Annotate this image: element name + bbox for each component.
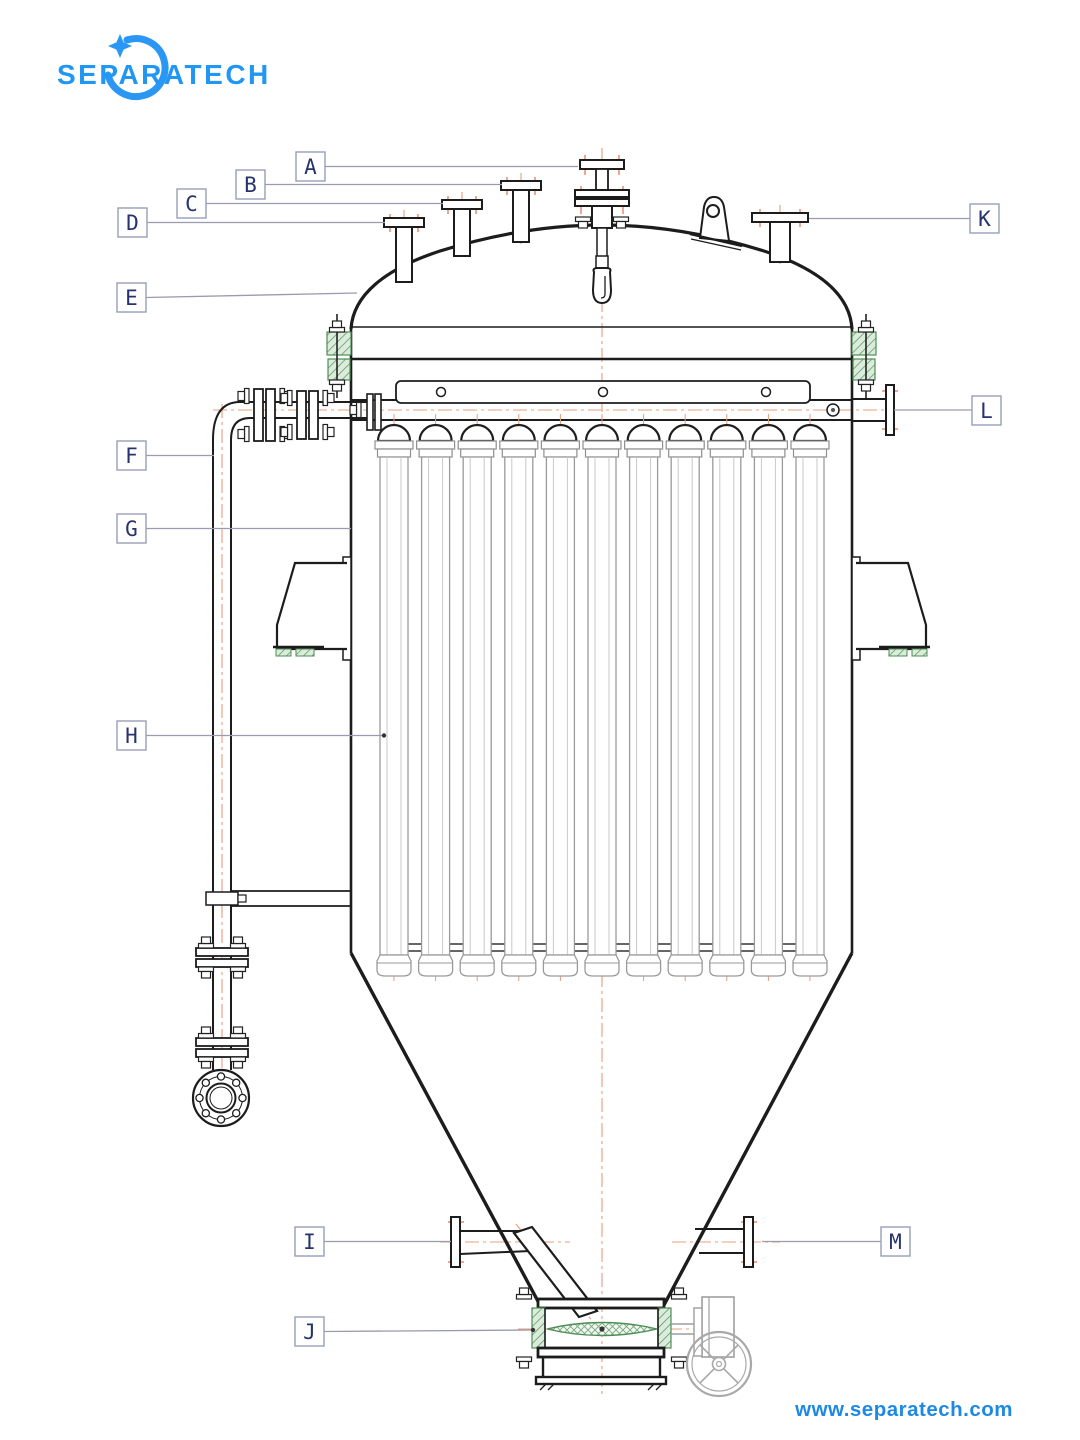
filter-candle bbox=[581, 412, 623, 983]
callout-j: J bbox=[294, 1316, 325, 1347]
website-url: www.separatech.com bbox=[794, 1398, 1013, 1421]
callout-f: F bbox=[116, 440, 147, 471]
callout-letter-c: C bbox=[185, 192, 198, 216]
callout-letter-h: H bbox=[125, 724, 138, 748]
lifting-lug-icon bbox=[689, 195, 743, 251]
filter-candle bbox=[415, 412, 456, 983]
support-bracket-left bbox=[273, 556, 352, 661]
nozzle-b bbox=[500, 180, 542, 243]
filter-candles bbox=[373, 412, 831, 983]
filter-candle bbox=[623, 412, 664, 983]
callout-letter-k: K bbox=[978, 207, 991, 231]
handwheel-icon bbox=[685, 1330, 753, 1398]
filter-candle bbox=[789, 412, 831, 983]
logo-text: SEPARATECH bbox=[57, 59, 271, 90]
external-piping bbox=[191, 387, 382, 1128]
pipe-flange-pair bbox=[280, 389, 335, 441]
callout-letter-e: E bbox=[125, 286, 138, 310]
support-bracket-right bbox=[851, 556, 930, 661]
callout-l: L bbox=[971, 395, 1002, 426]
filter-candle bbox=[373, 412, 415, 983]
callout-k: K bbox=[969, 203, 1000, 234]
logo-star-icon bbox=[108, 34, 132, 58]
callout-c: C bbox=[176, 188, 207, 219]
filter-candle bbox=[748, 412, 789, 983]
filter-candle bbox=[457, 412, 498, 983]
pipe-flange-pair bbox=[195, 936, 249, 979]
cone-nozzles bbox=[450, 1216, 754, 1319]
nozzle-d bbox=[383, 217, 425, 283]
nozzle-a bbox=[574, 159, 630, 305]
callout-h: H bbox=[116, 720, 147, 751]
header-flange bbox=[349, 393, 382, 431]
callout-i: I bbox=[294, 1226, 325, 1257]
callout-g: G bbox=[116, 513, 147, 544]
nozzle-c bbox=[441, 199, 483, 257]
callout-letter-i: I bbox=[303, 1230, 316, 1254]
tube-sheet bbox=[395, 380, 840, 417]
leader-dot bbox=[530, 1327, 536, 1333]
callout-letter-d: D bbox=[126, 211, 139, 235]
callout-letter-a: A bbox=[304, 155, 317, 179]
callout-e: E bbox=[116, 282, 147, 313]
callout-letter-b: B bbox=[244, 173, 257, 197]
callout-letter-m: M bbox=[889, 1230, 902, 1254]
support-brackets bbox=[273, 556, 930, 661]
leader-lines bbox=[145, 165, 972, 1333]
logo: SEPARATECH bbox=[57, 34, 271, 100]
callout-a: A bbox=[295, 151, 326, 182]
callouts: A B C D E F G H bbox=[116, 151, 1002, 1347]
callout-m: M bbox=[880, 1226, 911, 1257]
nozzle-m bbox=[695, 1216, 754, 1268]
callout-letter-f: F bbox=[125, 444, 138, 468]
pipe-flange-pair bbox=[195, 1026, 249, 1069]
callout-letter-j: J bbox=[303, 1320, 316, 1344]
filter-candle bbox=[498, 412, 539, 983]
callout-letter-g: G bbox=[125, 517, 138, 541]
leader-dot bbox=[381, 733, 387, 738]
top-nozzles bbox=[383, 159, 809, 305]
pipe-end-flange bbox=[191, 1068, 251, 1128]
pipe-flange-pair bbox=[237, 387, 292, 443]
discharge-valve bbox=[515, 1287, 753, 1398]
callout-d: D bbox=[117, 207, 148, 238]
filter-candle bbox=[540, 412, 581, 983]
callout-letter-l: L bbox=[980, 399, 993, 423]
girth-clamps bbox=[326, 314, 877, 398]
callout-b: B bbox=[235, 169, 266, 200]
internal-chute bbox=[512, 1225, 599, 1319]
filter-candle bbox=[706, 412, 747, 983]
pipe-support bbox=[205, 890, 351, 907]
nozzle-k bbox=[751, 212, 809, 263]
logo-swoosh-icon bbox=[104, 35, 169, 100]
filter-candle bbox=[665, 412, 706, 983]
